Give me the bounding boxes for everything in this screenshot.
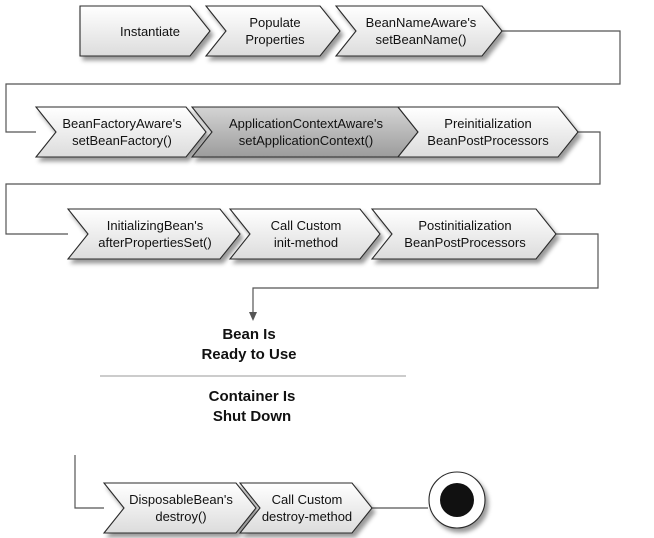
step-initializing-bean: InitializingBean's afterPropertiesSet() [78,209,232,259]
step-shape-disposable-bean [102,482,257,534]
step-label-disposable-bean: DisposableBean's destroy() [129,492,233,524]
step-label-initializing-bean: InitializingBean's afterPropertiesSet() [98,218,212,250]
step-shape-instantiate [79,5,211,57]
step-application-context-aware: ApplicationContextAware's setApplication… [202,107,410,157]
step-bean-name-aware: BeanNameAware's setBeanName() [346,6,496,56]
step-label-bean-name-aware: BeanNameAware's setBeanName() [365,15,477,47]
status-ready: Bean Is Ready to Use [201,326,297,363]
connector-shutdown-row4 [74,455,104,509]
step-label-preinitialization: Preinitialization BeanPostProcessors [427,116,549,148]
step-bean-factory-aware: BeanFactoryAware's setBeanFactory() [46,107,198,157]
step-shape-initializing-bean [66,208,241,260]
step-label-postinitialization: Postinitialization BeanPostProcessors [404,218,526,250]
step-shape-custom-destroy [238,482,373,534]
step-custom-destroy: Call Custom destroy-method [250,483,364,533]
step-label-application-context-aware: ApplicationContextAware's setApplication… [229,116,383,148]
step-shape-preinitialization [396,106,579,158]
step-label-populate-properties: Populate Properties [245,15,305,47]
step-label-instantiate: Instantiate [120,23,180,39]
step-label-custom-destroy: Call Custom destroy-method [261,492,353,524]
step-shape-bean-factory-aware [34,106,207,158]
connectors [5,30,621,509]
arrowhead-ready [249,312,257,321]
step-shape-bean-name-aware [334,5,503,57]
status-shutdown: Container Is Shut Down [208,388,296,425]
connector-row1-row2 [5,30,621,133]
connector-row2-row3 [5,131,601,235]
step-label-custom-init: Call Custom init-method [270,218,342,250]
step-label-bean-factory-aware: BeanFactoryAware's setBeanFactory() [62,116,182,148]
step-shape-populate-properties [204,5,341,57]
step-shape-postinitialization [370,208,557,260]
step-instantiate: Instantiate [80,6,220,56]
connector-row3-ready [252,233,599,315]
step-populate-properties: Populate Properties [216,6,334,56]
end-node-icon [440,483,474,517]
step-preinitialization: Preinitialization BeanPostProcessors [408,107,568,157]
step-shape-custom-init [228,208,381,260]
step-postinitialization: Postinitialization BeanPostProcessors [382,209,548,259]
step-disposable-bean: DisposableBean's destroy() [114,483,248,533]
step-custom-init: Call Custom init-method [240,209,372,259]
